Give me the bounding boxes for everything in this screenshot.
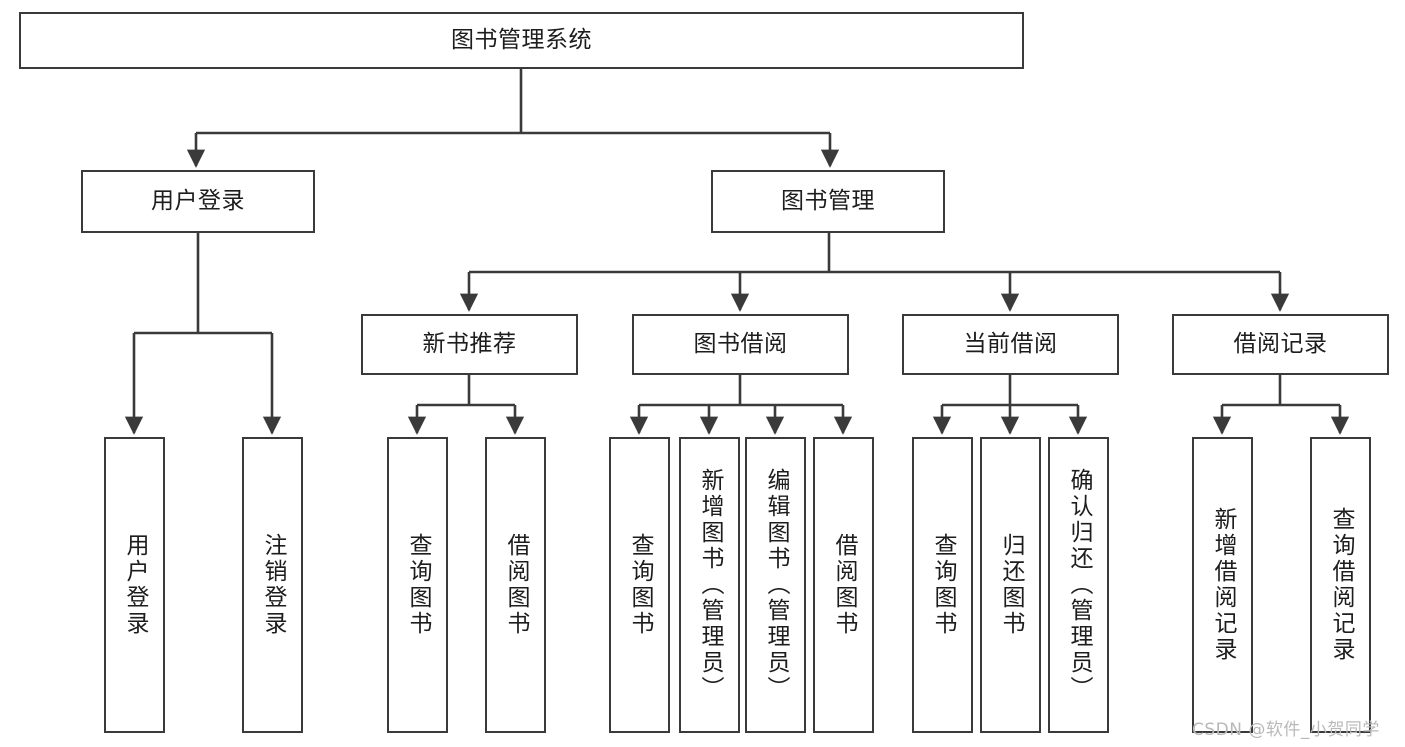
leaf-borrow-record-query-record[interactable]: 查询借阅记录 xyxy=(1310,437,1371,733)
leaf-borrow-record-add-record[interactable]: 新增借阅记录 xyxy=(1192,437,1253,733)
node-label: 图书管理系统 xyxy=(451,26,592,53)
node-label: 借阅图书 xyxy=(831,533,857,637)
node-label: 新增图书（管理员） xyxy=(697,468,723,702)
node-label: 新增借阅记录 xyxy=(1210,507,1236,663)
leaf-new-book-query-book[interactable]: 查询图书 xyxy=(387,437,448,733)
node-label: 新书推荐 xyxy=(422,330,517,357)
node-label: 图书管理 xyxy=(781,187,875,214)
node-label: 当前借阅 xyxy=(963,330,1058,357)
node-current-borrow[interactable]: 当前借阅 xyxy=(902,314,1119,375)
node-label: 借阅记录 xyxy=(1233,330,1328,357)
node-borrow-record[interactable]: 借阅记录 xyxy=(1172,314,1389,375)
node-user-login[interactable]: 用户登录 xyxy=(81,170,315,233)
node-label: 查询图书 xyxy=(627,533,653,637)
node-root-book-management-system[interactable]: 图书管理系统 xyxy=(19,12,1024,69)
node-new-book-recommendation[interactable]: 新书推荐 xyxy=(361,314,578,375)
node-label: 注销登录 xyxy=(260,533,286,637)
node-book-borrow[interactable]: 图书借阅 xyxy=(632,314,849,375)
node-label: 借阅图书 xyxy=(503,533,529,637)
node-label: 编辑图书（管理员） xyxy=(763,468,789,702)
node-label: 用户登录 xyxy=(122,533,148,637)
node-label: 查询借阅记录 xyxy=(1328,507,1354,663)
leaf-book-borrow-edit-book-admin[interactable]: 编辑图书（管理员） xyxy=(745,437,806,733)
leaf-current-borrow-confirm-return-admin[interactable]: 确认归还（管理员） xyxy=(1048,437,1109,733)
leaf-current-borrow-return-book[interactable]: 归还图书 xyxy=(980,437,1041,733)
node-book-management[interactable]: 图书管理 xyxy=(711,170,945,233)
node-label: 查询图书 xyxy=(405,533,431,637)
leaf-book-borrow-add-book-admin[interactable]: 新增图书（管理员） xyxy=(679,437,740,733)
leaf-book-borrow-borrow-book[interactable]: 借阅图书 xyxy=(813,437,874,733)
watermark-text: CSDN @软件_小贺同学 xyxy=(1192,720,1380,740)
leaf-user-login-login[interactable]: 用户登录 xyxy=(104,437,165,733)
node-label: 确认归还（管理员） xyxy=(1066,468,1092,702)
node-label: 图书借阅 xyxy=(693,330,788,357)
node-label: 归还图书 xyxy=(998,533,1024,637)
node-label: 用户登录 xyxy=(151,187,245,214)
leaf-current-borrow-query-book[interactable]: 查询图书 xyxy=(912,437,973,733)
leaf-book-borrow-query-book[interactable]: 查询图书 xyxy=(609,437,670,733)
leaf-user-login-logout[interactable]: 注销登录 xyxy=(242,437,303,733)
leaf-new-book-borrow-book[interactable]: 借阅图书 xyxy=(485,437,546,733)
node-label: 查询图书 xyxy=(930,533,956,637)
